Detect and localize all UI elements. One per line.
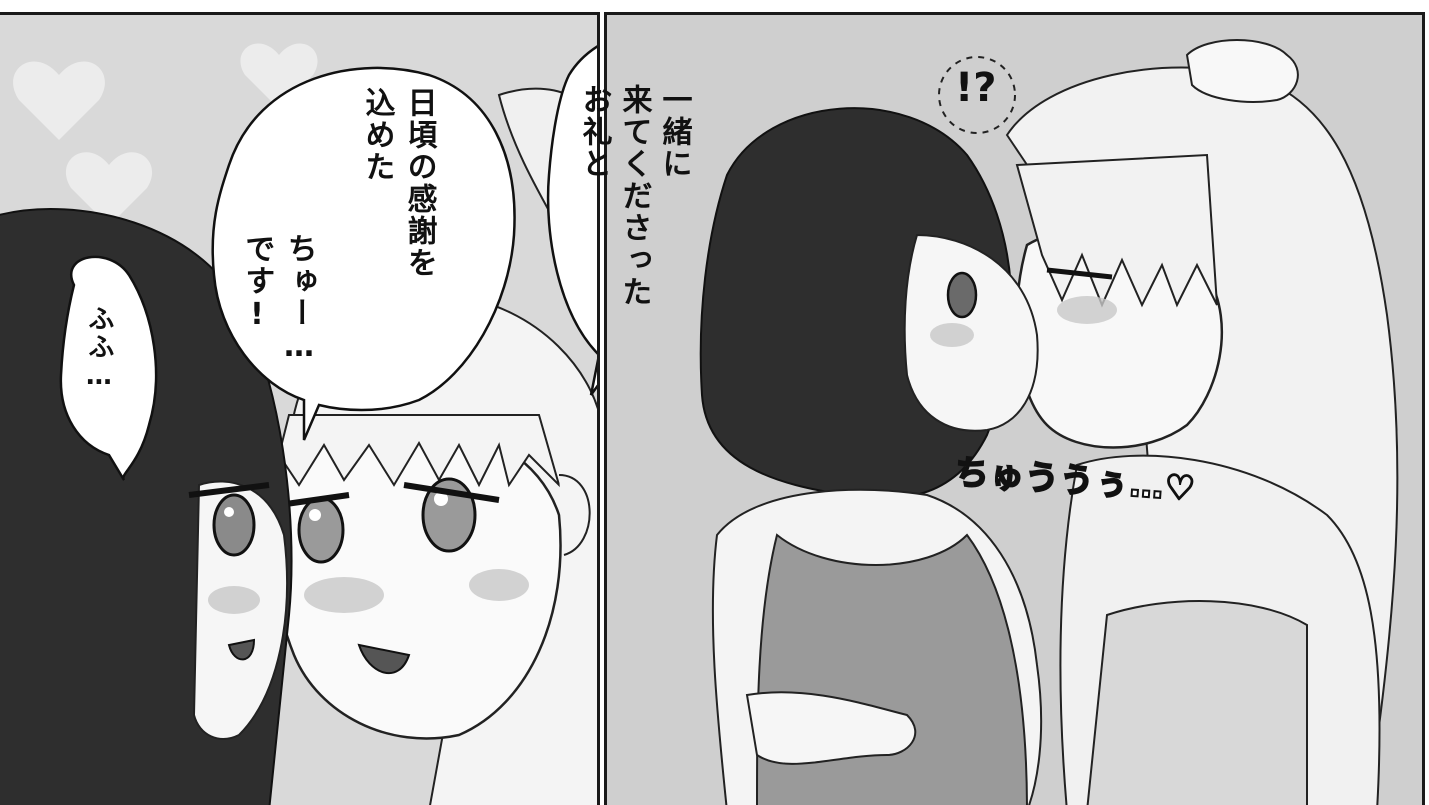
bubble-text-fufu: ふふ… — [83, 305, 114, 393]
speech-bubbles-left — [59, 45, 597, 481]
bubble-text-chu-2: です! — [239, 233, 275, 334]
bubble-text-together-2: 来てくださった — [616, 84, 652, 308]
bubble-text-thanks-2: 込めた — [359, 87, 395, 183]
left-panel: ふふ… 日頃の感謝を 込めた ちゅー… です! — [0, 12, 600, 805]
left-panel-artwork — [0, 43, 597, 805]
bubble-text-thanks-1: 日頃の感謝を — [401, 87, 437, 279]
surprise-mark: !? — [955, 65, 997, 111]
right-panel: !? ちゅううぅ…♡ — [604, 12, 1425, 805]
right-panel-artwork — [699, 39, 1399, 805]
bubble-text-chu-1: ちゅー… — [281, 233, 317, 366]
bubble-text-together-3: お礼と — [576, 84, 612, 180]
bubble-text-together-1: 一緒に — [656, 84, 692, 180]
